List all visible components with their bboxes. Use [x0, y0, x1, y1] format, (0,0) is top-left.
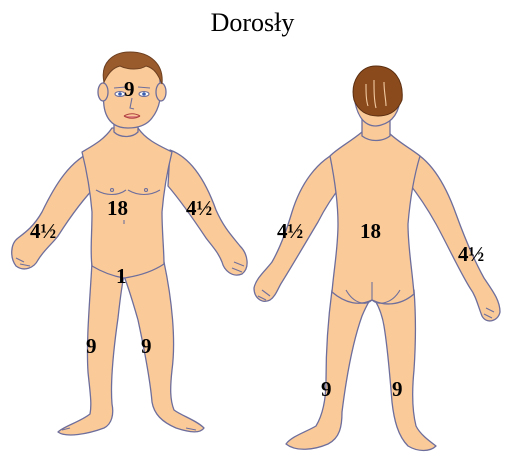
back-trunk-percent: 18 — [360, 221, 381, 242]
front-right-arm-percent: 4½ — [186, 198, 212, 219]
front-groin-percent: 1 — [116, 266, 127, 287]
back-hair — [353, 66, 402, 116]
back-torso — [330, 132, 420, 304]
back-right-leg-percent: 9 — [392, 379, 403, 400]
back-left-leg-percent: 9 — [321, 379, 332, 400]
front-head-percent: 9 — [124, 79, 135, 100]
back-left-leg — [286, 290, 372, 449]
back-right-arm — [408, 150, 500, 321]
front-left-ear — [98, 83, 108, 101]
back-right-arm-percent: 4½ — [458, 244, 484, 265]
front-left-arm-percent: 4½ — [30, 221, 56, 242]
front-right-leg-percent: 9 — [141, 336, 152, 357]
back-right-leg — [372, 290, 436, 451]
front-figure — [12, 54, 247, 435]
front-left-leg-percent: 9 — [86, 336, 97, 357]
back-left-arm-percent: 4½ — [277, 221, 303, 242]
front-trunk-percent: 18 — [107, 198, 128, 219]
front-right-ear — [156, 83, 166, 101]
front-right-leg — [124, 262, 204, 432]
